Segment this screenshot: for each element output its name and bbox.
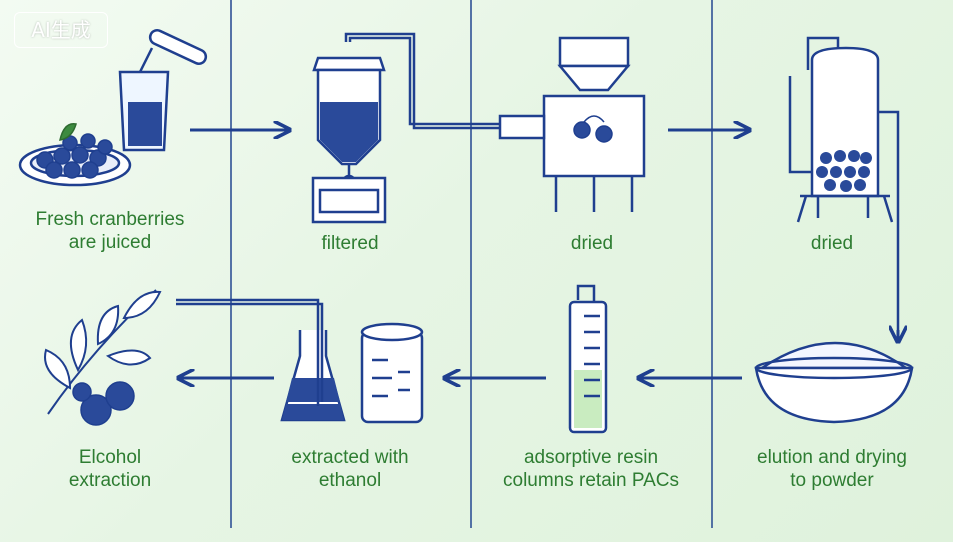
filter-illustration	[311, 32, 500, 224]
resin-beads	[816, 150, 872, 192]
cranberries	[72, 381, 135, 426]
flow-arrows	[180, 130, 898, 378]
flask-illustration	[176, 298, 424, 424]
step-label-dry-1: dried	[570, 233, 614, 254]
powder-bowl-illustration	[754, 341, 914, 424]
step-label-dry-2: dried	[810, 233, 854, 254]
berries	[36, 133, 113, 179]
column-divider	[230, 0, 232, 528]
dryer-illustration	[498, 36, 646, 212]
watermark: AI生成	[14, 12, 108, 48]
column-divider	[711, 0, 713, 528]
step-label-filter: filtered	[321, 233, 379, 254]
column-divider	[470, 0, 472, 528]
leaf-icon	[59, 123, 77, 141]
resin-column-illustration	[568, 284, 608, 434]
cherry-icon	[573, 115, 613, 143]
cranberry-branch-illustration	[44, 289, 162, 415]
